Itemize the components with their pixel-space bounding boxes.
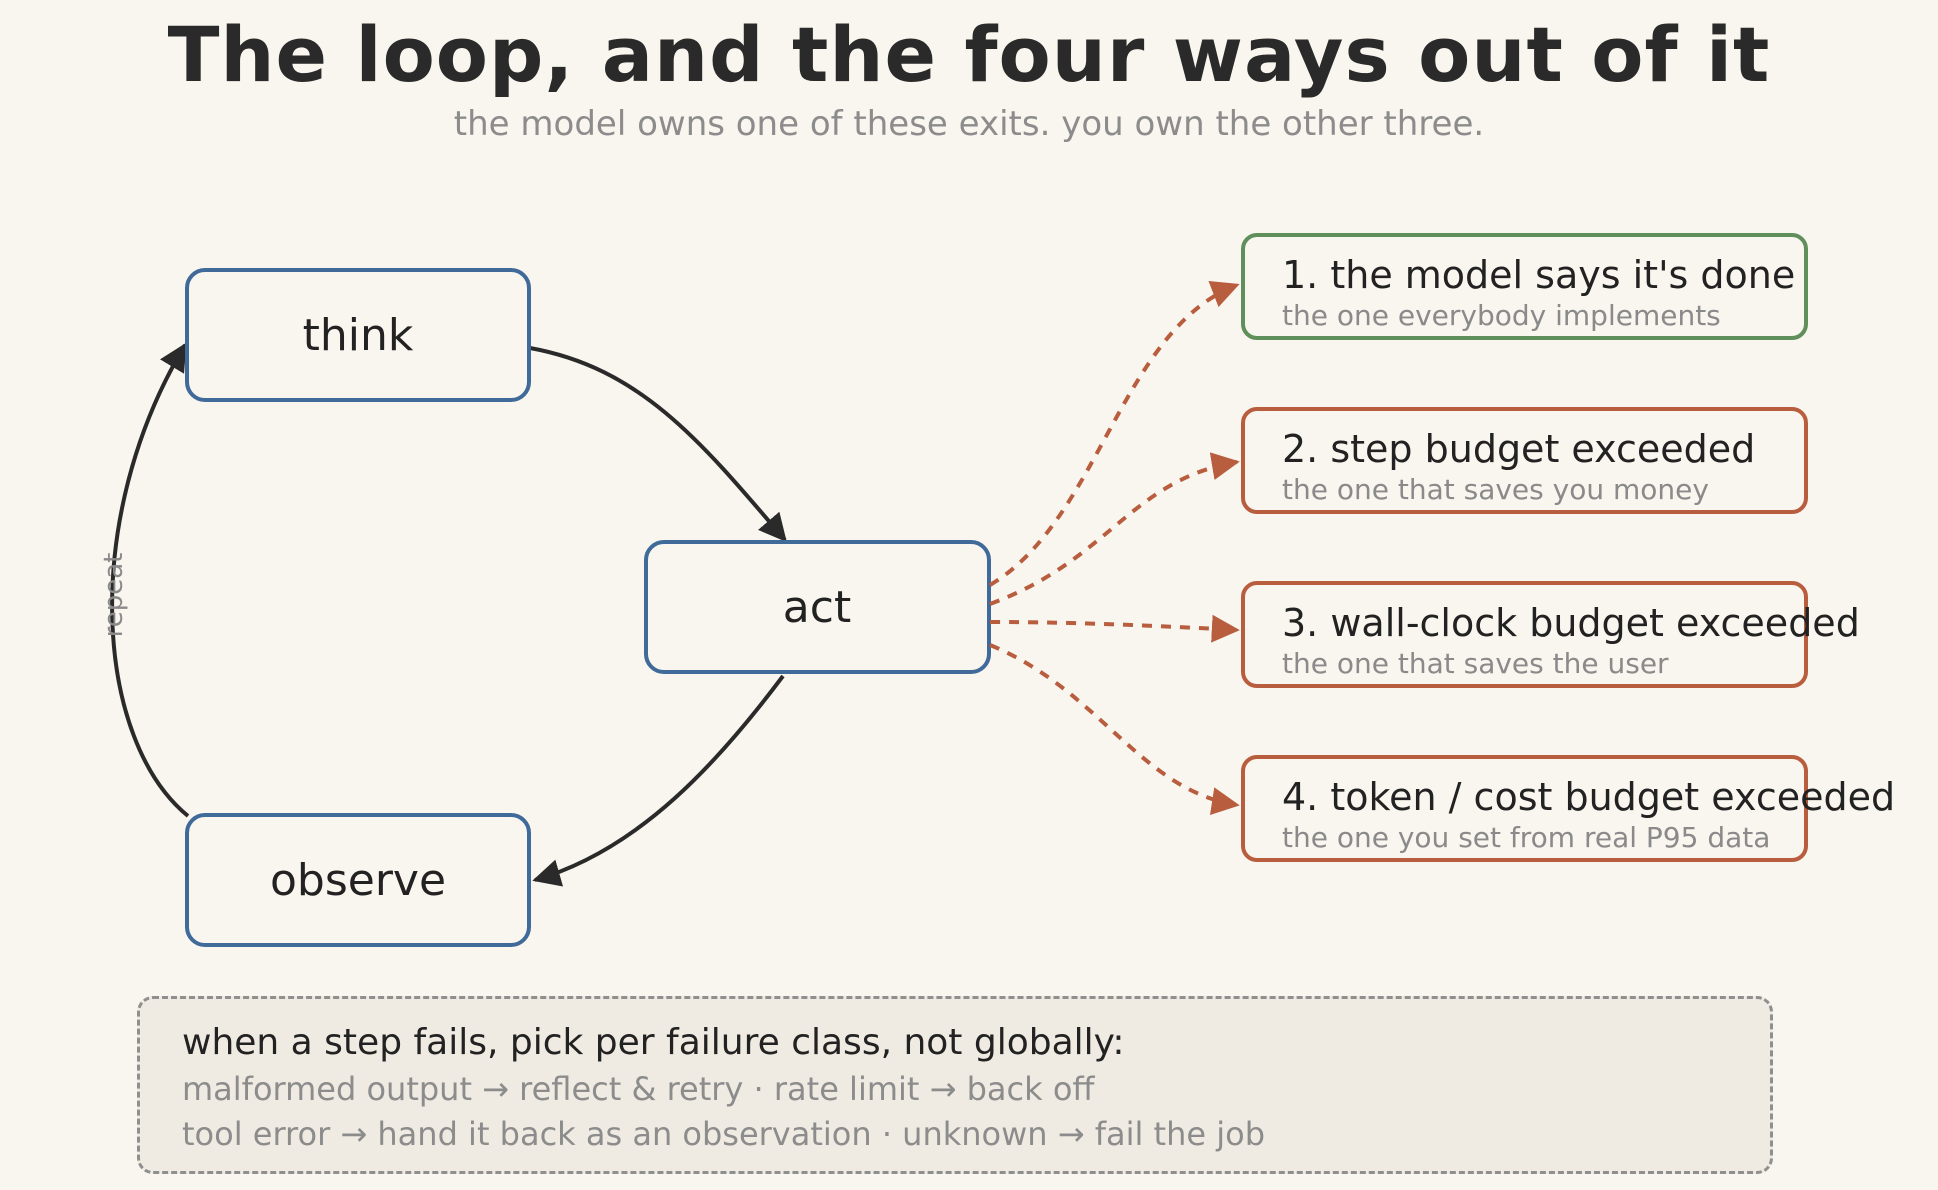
arrow-think-to-act xyxy=(529,346,787,543)
exit-1-subtitle: the one everybody implements xyxy=(1282,299,1721,332)
exit-arrow-4 xyxy=(989,643,1240,815)
node-think: think xyxy=(185,268,531,402)
exit-2-subtitle: the one that saves you money xyxy=(1282,473,1709,506)
exit-box-4: 4. token / cost budget exceeded the one … xyxy=(1241,755,1895,862)
exit-1-title: 1. the model says it's done xyxy=(1282,253,1795,297)
exit-4-subtitle: the one you set from real P95 data xyxy=(1282,821,1770,854)
exit-2-title: 2. step budget exceeded xyxy=(1282,427,1755,471)
exit-arrow-3 xyxy=(989,614,1240,643)
exit-4-title: 4. token / cost budget exceeded xyxy=(1282,775,1895,819)
diagram-title: The loop, and the four ways out of it xyxy=(167,10,1771,99)
arrow-act-to-observe xyxy=(532,674,785,887)
failure-note-line-1: malformed output → reflect & retry · rat… xyxy=(182,1070,1095,1108)
exit-box-1: 1. the model says it's done the one ever… xyxy=(1241,233,1808,340)
node-act-label: act xyxy=(783,582,851,633)
exit-arrow-2 xyxy=(989,452,1240,606)
node-think-label: think xyxy=(303,310,414,361)
exit-3-title: 3. wall-clock budget exceeded xyxy=(1282,601,1860,645)
exit-3-subtitle: the one that saves the user xyxy=(1282,647,1669,680)
failure-note-line-2: tool error → hand it back as an observat… xyxy=(182,1115,1266,1153)
exit-box-3: 3. wall-clock budget exceeded the one th… xyxy=(1241,581,1860,688)
failure-note-heading: when a step fails, pick per failure clas… xyxy=(182,1022,1125,1063)
node-observe: observe xyxy=(185,813,531,947)
arrow-observe-to-think xyxy=(110,342,190,818)
failure-note-box: when a step fails, pick per failure clas… xyxy=(137,996,1773,1174)
exit-box-2: 2. step budget exceeded the one that sav… xyxy=(1241,407,1808,514)
diagram-subtitle: the model owns one of these exits. you o… xyxy=(453,104,1485,144)
node-act: act xyxy=(644,540,991,674)
node-observe-label: observe xyxy=(270,855,446,906)
repeat-label: repeat xyxy=(99,553,129,638)
exit-arrow-1 xyxy=(988,281,1240,587)
